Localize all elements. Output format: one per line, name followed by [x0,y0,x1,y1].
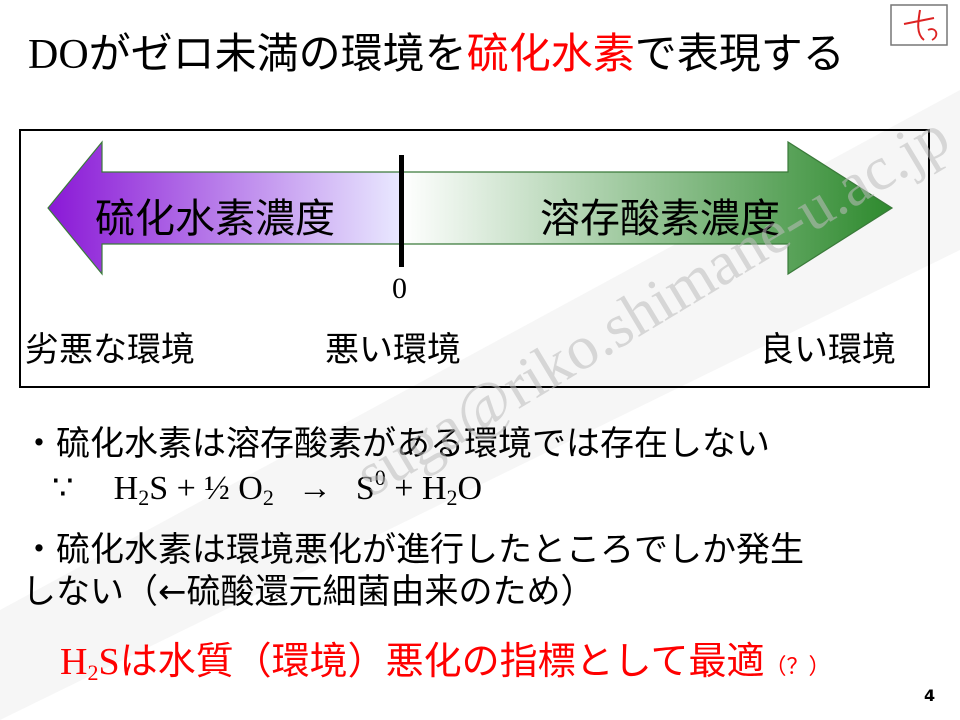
eq-plus-h: + H [385,470,447,507]
zero-divider [399,155,404,267]
conclusion-s: S [98,641,120,683]
slide-title: DOがゼロ未満の環境を硫化水素で表現する [28,20,845,81]
eq-s-plus: S + ½ O [149,470,263,507]
eq-s: S [355,470,375,507]
page-number: 4 [924,686,936,705]
eq-h2-sub: 2 [446,485,458,510]
title-highlight: 硫化水素 [466,29,635,78]
eq-h-sub: 2 [138,485,150,510]
label-h2s-concentration: 硫化水素濃度 [95,196,335,242]
reaction-equation: ∵H2S + ½ O2→S0 + H2O [52,465,482,511]
reaction-arrow: → [297,470,332,507]
conclusion-sub: 2 [87,660,99,685]
arrow-right-half [402,142,892,274]
zero-label: 0 [392,272,407,305]
double-arrow-icon [47,140,894,276]
label-do-concentration: 溶存酸素濃度 [540,196,780,242]
bullet-h2s-occurs-cont: しない（←硫酸還元細菌由来のため） [22,572,595,612]
label-env-bad: 悪い環境 [325,330,461,370]
conclusion-h: H [60,641,88,683]
bullet-h2s-occurs: ・硫化水素は環境悪化が進行したところでしか発生 [22,530,804,570]
conclusion-text: は水質（環境）悪化の指標として最適 [119,639,765,683]
arrow-outline [47,140,894,276]
bullet-h2s-absent: ・硫化水素は溶存酸素がある環境では存在しない [22,424,770,464]
arrow-left-half [48,142,402,274]
because-symbol: ∵ [52,470,74,507]
title-part-3: で表現する [634,29,845,78]
title-part-2: がゼロ未満の環境を [88,29,467,78]
eq-h: H [113,470,139,507]
label-env-good: 良い環境 [760,330,896,370]
title-part-do: DO [28,32,89,78]
diagram-box [19,129,930,388]
eq-o: O [457,470,483,507]
conclusion: H2Sは水質（環境）悪化の指標として最適（？） [60,630,830,686]
eq-o-sub: 2 [262,485,274,510]
label-env-worst: 劣悪な環境 [25,330,195,370]
conclusion-question: （？） [764,655,831,680]
signature-logo-icon [890,4,948,46]
eq-s-sup: 0 [374,465,386,490]
